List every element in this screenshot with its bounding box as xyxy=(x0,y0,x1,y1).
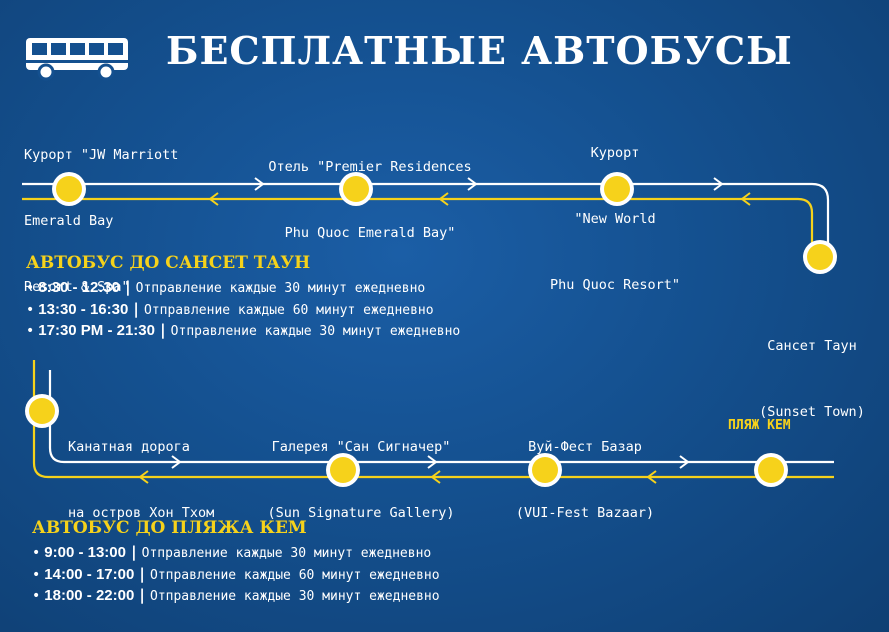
schedule-row: •14:00 - 17:00 | Отправление каждые 60 м… xyxy=(32,564,440,583)
arrow-right-4 xyxy=(171,455,182,469)
stop-label-cable-car: Канатная дорога на остров Хон Тхом xyxy=(68,439,215,521)
stop-label-sun-signature-gallery: Галерея "Сан Сигначер" (Sun Signature Ga… xyxy=(267,439,455,521)
schedule-row: •8:30 - 12:30 | Отправление каждые 30 ми… xyxy=(26,278,426,296)
schedule-time: 18:00 - 22:00 xyxy=(44,587,135,604)
route-top-outbound-line xyxy=(22,182,830,258)
schedule-desc: Отправление каждые 30 минут ежедневно xyxy=(135,281,426,296)
schedule-desc: Отправление каждые 60 минут ежедневно xyxy=(144,302,434,318)
schedule-time: 13:30 - 16:30 xyxy=(38,300,129,318)
stop-label-sunset-town: Сансет Таун (Sunset Town) xyxy=(759,338,865,420)
arrow-right-5 xyxy=(427,455,438,469)
arrow-right-6 xyxy=(679,455,690,469)
stop-marker-kem-beach xyxy=(754,453,788,487)
route-bottom-return-line xyxy=(32,360,834,479)
arrow-left-4 xyxy=(138,470,149,484)
stop-label-jw-marriott: Курорт "JW Marriott Emerald Bay Resort &… xyxy=(24,147,179,295)
schedule-title: АВТОБУС ДО ПЛЯЖА КЕМ xyxy=(32,518,307,538)
schedule-time: 8:30 - 12:30 xyxy=(38,279,120,296)
route-top-return-line xyxy=(22,197,814,258)
schedule-time: 17:30 PM - 21:30 xyxy=(38,322,155,339)
arrow-left-1 xyxy=(208,192,219,206)
arrow-left-6 xyxy=(646,470,657,484)
schedule-row: •13:30 - 16:30 | Отправление каждые 60 м… xyxy=(26,299,434,318)
schedule-row: •18:00 - 22:00 | Отправление каждые 30 м… xyxy=(32,586,440,604)
page-title: БЕСПЛАТНЫЕ АВТОБУСЫ xyxy=(166,28,793,73)
schedule-time: 14:00 - 17:00 xyxy=(44,565,135,583)
stop-marker-jw-marriott xyxy=(52,172,86,206)
stop-label-kem-beach: ПЛЯЖ КЕМ xyxy=(728,418,791,433)
schedule-time: 9:00 - 13:00 xyxy=(44,544,126,561)
schedule-desc: Отправление каждые 60 минут ежедневно xyxy=(150,567,440,583)
schedule-title: АВТОБУС ДО САНСЕТ ТАУН xyxy=(26,253,311,273)
arrow-right-1 xyxy=(254,177,265,191)
stop-label-new-world: Курорт "New World Phu Quoc Resort" xyxy=(549,145,681,293)
stop-marker-premier-residences xyxy=(339,172,373,206)
arrow-right-3 xyxy=(713,177,724,191)
stop-marker-sun-signature-gallery xyxy=(326,453,360,487)
schedule-desc: Отправление каждые 30 минут ежедневно xyxy=(170,324,461,339)
arrow-left-3 xyxy=(740,192,751,206)
schedule-desc: Отправление каждые 30 минут ежедневно xyxy=(141,546,432,561)
arrow-left-5 xyxy=(430,470,441,484)
stop-marker-vui-fest-bazaar xyxy=(528,453,562,487)
stop-marker-new-world xyxy=(600,172,634,206)
stop-label-vui-fest-bazaar: Вуй-Фест Базар (VUI-Fest Bazaar) xyxy=(515,439,655,521)
arrow-right-2 xyxy=(467,177,478,191)
schedule-sunset-town: АВТОБУС ДО САНСЕТ ТАУН •8:30 - 12:30 | О… xyxy=(26,253,460,341)
schedule-desc: Отправление каждые 30 минут ежедневно xyxy=(150,589,440,604)
schedule-row: •9:00 - 13:00 | Отправление каждые 30 ми… xyxy=(32,543,432,561)
stop-marker-sunset-town xyxy=(803,240,837,274)
stop-marker-cable-car xyxy=(25,394,59,428)
route-bottom-outbound-line xyxy=(48,370,834,464)
arrow-left-2 xyxy=(438,192,449,206)
bus-icon xyxy=(26,38,128,81)
stop-label-premier-residences: Отель "Premier Residences Phu Quoc Emera… xyxy=(268,159,472,241)
schedule-kem-beach: АВТОБУС ДО ПЛЯЖА КЕМ •9:00 - 13:00 | Отп… xyxy=(32,518,440,606)
schedule-row: •17:30 PM - 21:30 | Отправление каждые 3… xyxy=(26,321,461,339)
